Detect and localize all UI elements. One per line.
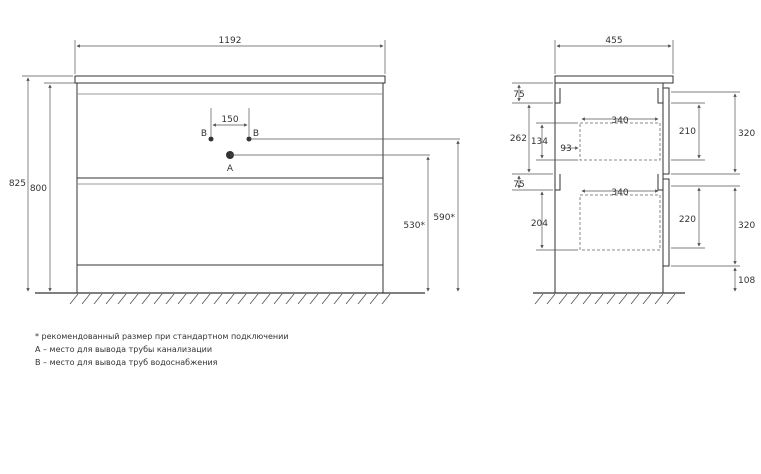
floor-hatch-line <box>642 293 652 305</box>
floor-hatch-line <box>165 293 175 305</box>
note-recommended: * рекомендованный размер при стандартном… <box>35 332 289 341</box>
note-b: В – место для вывода труб водоснабжения <box>35 358 218 367</box>
floor-hatch-line <box>237 293 247 305</box>
floor-hatch-line <box>117 293 127 305</box>
dim-drawer-inner-upper-label: 210 <box>679 127 696 137</box>
dim-drawer-box-upper-label: 134 <box>531 137 548 147</box>
floor-hatch-line <box>654 293 664 305</box>
dim-drawer-zone-lower-label: 320 <box>738 221 755 231</box>
dim-drawer-width-upper-label: 340 <box>611 116 628 126</box>
floor-hatch-line <box>81 293 91 305</box>
floor-hatch-line <box>201 293 211 305</box>
floor-hatch-line <box>594 293 604 305</box>
side-floor-hatch <box>534 293 676 305</box>
floor-hatch-line <box>534 293 544 305</box>
side-view <box>533 75 685 294</box>
floor-hatch-line <box>273 293 283 305</box>
floor-hatch-line <box>369 293 379 305</box>
floor-hatch-line <box>177 293 187 305</box>
side-front-lower <box>662 178 670 267</box>
side-drawer-box-upper <box>579 122 661 161</box>
dim-drawer-box-lower-label: 204 <box>531 219 548 229</box>
side-front-upper <box>662 87 670 175</box>
dim-drawer-inner-lower-label: 220 <box>679 215 696 225</box>
side-rail-upper-right <box>657 88 663 104</box>
note-a: А – место для вывода трубы канализации <box>35 345 213 354</box>
floor-hatch-line <box>213 293 223 305</box>
front-countertop <box>74 75 386 84</box>
floor-hatch-line <box>189 293 199 305</box>
legend-notes: * рекомендованный размер при стандартном… <box>35 330 289 369</box>
label-b-right: B <box>253 129 259 139</box>
side-countertop <box>554 75 674 84</box>
side-drawer-box-lower <box>579 194 661 251</box>
floor-hatch-line <box>105 293 115 305</box>
floor-hatch-line <box>261 293 271 305</box>
side-body <box>554 82 664 294</box>
floor-hatch-line <box>357 293 367 305</box>
floor-hatch-line <box>666 293 676 305</box>
floor-hatch-line <box>321 293 331 305</box>
side-rail-upper-left <box>555 88 561 104</box>
floor-hatch-line <box>93 293 103 305</box>
dim-drawer-front-upper-label: 262 <box>510 134 527 144</box>
floor-hatch-line <box>141 293 151 305</box>
side-dimensions <box>512 40 740 292</box>
floor-hatch-line <box>345 293 355 305</box>
floor-hatch-line <box>249 293 259 305</box>
floor-hatch-line <box>69 293 79 305</box>
floor-hatch-line <box>558 293 568 305</box>
dim-drawer-width-lower-label: 340 <box>611 188 628 198</box>
dim-height-a-label: 530* <box>403 221 425 231</box>
side-rail-lower-left <box>555 174 561 191</box>
floor-hatch-line <box>546 293 556 305</box>
front-dimensions <box>22 40 460 292</box>
floor-hatch-line <box>309 293 319 305</box>
dim-pipe-spacing-label: 150 <box>221 115 238 125</box>
dim-top-gap-lower-label: 75 <box>513 180 524 190</box>
side-rail-lower-right <box>657 174 663 191</box>
floor-hatch-line <box>129 293 139 305</box>
floor-hatch-line <box>618 293 628 305</box>
dim-drawer-zone-upper-label: 320 <box>738 129 755 139</box>
label-b-left: B <box>201 129 207 139</box>
dim-top-gap-upper-label: 75 <box>513 90 524 100</box>
dim-height-body-label: 800 <box>30 184 47 194</box>
dim-plinth-label: 108 <box>738 276 755 286</box>
label-a: A <box>227 164 234 174</box>
dim-drawer-offset-upper-label: 93 <box>560 144 571 154</box>
dim-depth-label: 455 <box>605 36 622 46</box>
floor-hatch-line <box>570 293 580 305</box>
front-view <box>35 75 425 294</box>
front-floor-hatch <box>69 293 391 305</box>
floor-hatch-line <box>153 293 163 305</box>
floor-hatch-line <box>582 293 592 305</box>
floor-hatch-line <box>285 293 295 305</box>
pipe-b-left-point <box>208 136 214 142</box>
floor-hatch-line <box>225 293 235 305</box>
dim-height-b-label: 590* <box>433 213 455 223</box>
floor-hatch-line <box>381 293 391 305</box>
floor-hatch-line <box>297 293 307 305</box>
floor-hatch-line <box>333 293 343 305</box>
floor-hatch-line <box>606 293 616 305</box>
dim-height-total-label: 825 <box>9 179 26 189</box>
floor-hatch-line <box>630 293 640 305</box>
front-pipes <box>208 108 460 159</box>
dim-width-label: 1192 <box>219 36 242 46</box>
